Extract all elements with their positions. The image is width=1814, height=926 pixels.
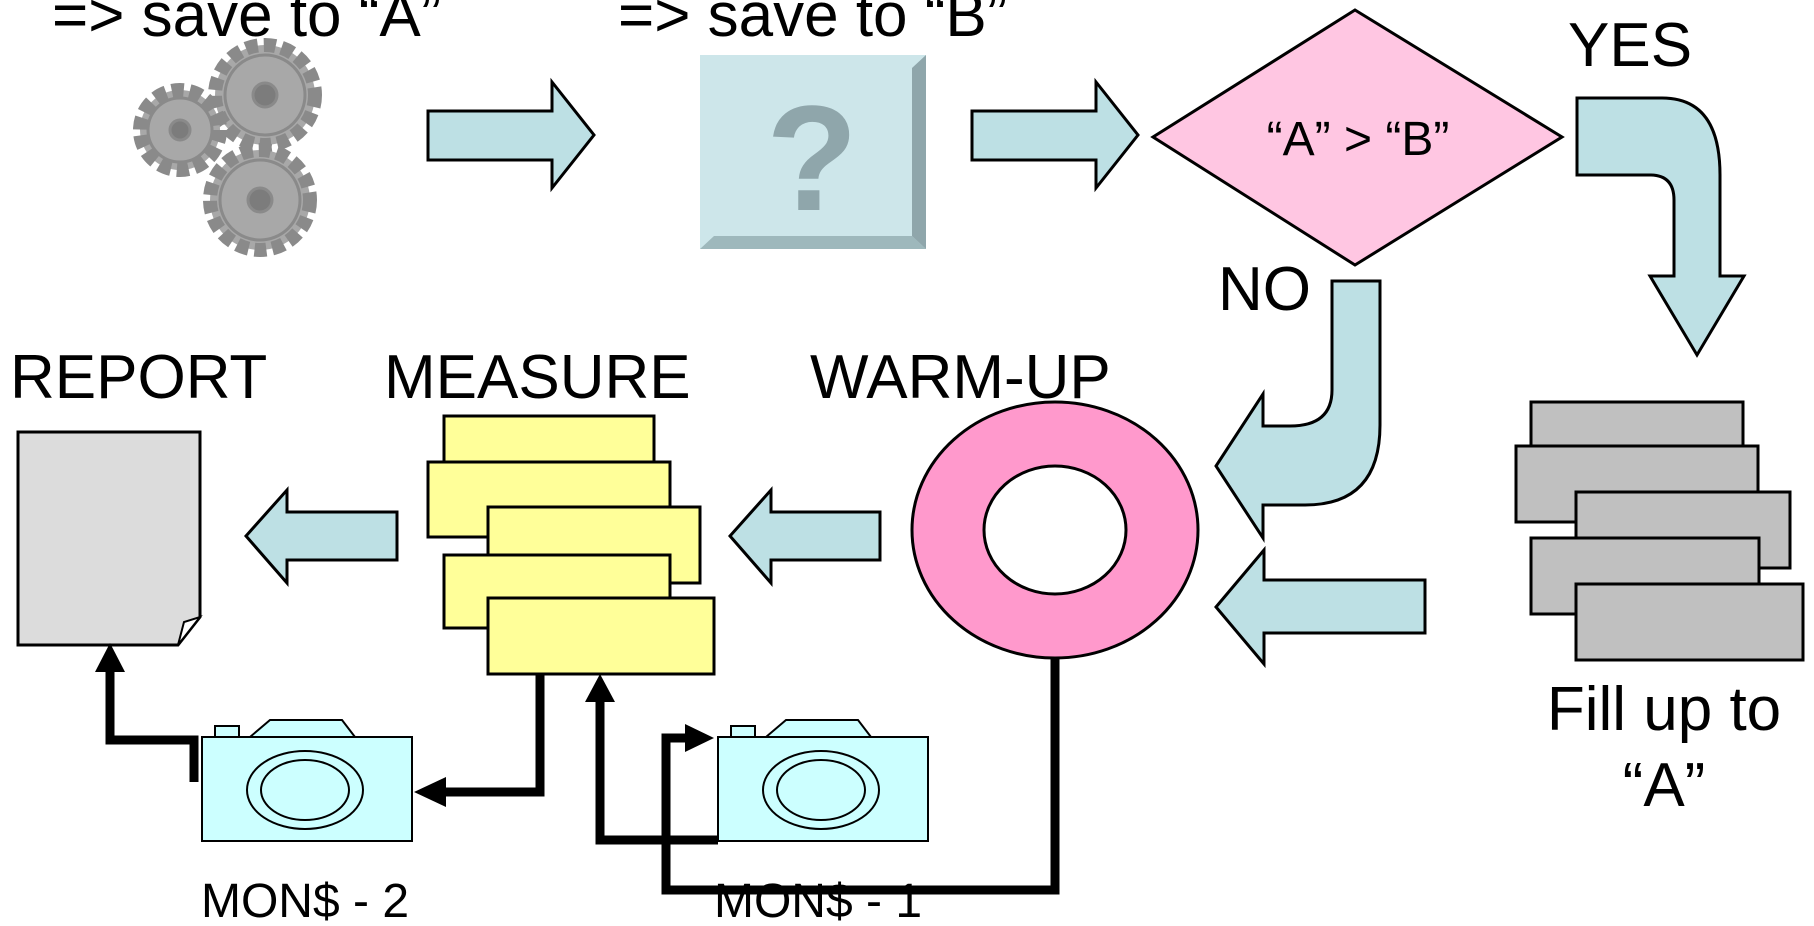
decision-label: “A” > “B”: [1267, 113, 1450, 166]
warm-up-ring: [910, 400, 1200, 660]
label-yes: YES: [1568, 11, 1692, 80]
arrowhead-camera2: [414, 777, 446, 807]
label-mon1: MON$ - 1: [714, 875, 922, 926]
label-fill-up-line1: Fill up to: [1547, 675, 1781, 744]
report-page-curl: [177, 615, 203, 646]
label-fill-up-line2: “A”: [1623, 751, 1706, 820]
connector-camera1-measure: [595, 690, 718, 845]
arrow-right-1: [426, 77, 596, 193]
question-mark-icon: ?: [766, 74, 858, 242]
label-measure: MEASURE: [384, 343, 691, 412]
label-save-b: => save to “B”: [618, 0, 1007, 50]
decision-diamond: [1150, 8, 1565, 267]
arrow-left-measure: [728, 486, 882, 588]
label-no: NO: [1218, 255, 1311, 324]
arrowhead-report: [95, 643, 125, 672]
arrowhead-measure: [585, 674, 615, 702]
connector-camera2-report: [105, 660, 199, 782]
arrowhead-camera1: [685, 724, 714, 752]
connector-warmup-camera1: [661, 657, 1060, 895]
report-page: [16, 430, 202, 647]
camera-icon-mon2: [201, 719, 413, 842]
measure-stack: [426, 414, 716, 676]
label-report: REPORT: [10, 343, 267, 412]
camera-icon-mon1: [717, 719, 929, 842]
gears-icon: [133, 38, 322, 257]
arrow-no-curved: [1214, 279, 1382, 544]
label-mon2: MON$ - 2: [201, 875, 409, 926]
question-box: ?: [700, 55, 926, 249]
label-warm-up: WARM-UP: [810, 343, 1111, 412]
arrow-right-2: [970, 77, 1140, 193]
gray-stack: [1514, 400, 1805, 662]
arrow-left-warmup: [1214, 545, 1427, 669]
arrow-left-report: [244, 486, 399, 588]
arrow-yes-curved: [1575, 96, 1747, 358]
connector-measure-camera2: [440, 673, 545, 797]
